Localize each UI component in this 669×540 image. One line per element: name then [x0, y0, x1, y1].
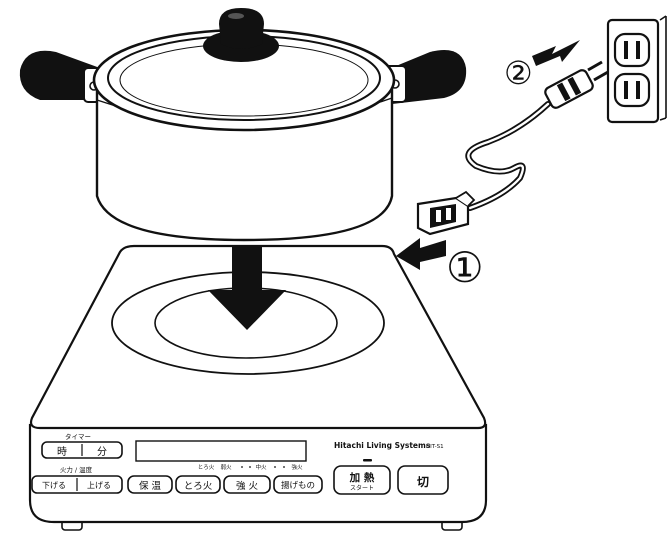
off-button[interactable]: 切	[397, 465, 449, 495]
timer-button[interactable]: 時 分	[41, 441, 123, 459]
cord-cable-core	[467, 102, 550, 210]
step1-remove-arrow-icon	[396, 238, 446, 270]
heat-level-scale: とろ火 弱火 中火 強火	[198, 463, 303, 471]
scale-low-label: とろ火	[198, 464, 215, 471]
power-down-label: 下げる	[42, 481, 66, 490]
fry-button[interactable]: 揚げもの	[273, 475, 323, 494]
keep-warm-button[interactable]: 保 温	[127, 475, 173, 494]
scale-weak-label: 弱火	[220, 464, 232, 471]
fry-label: 揚げもの	[281, 480, 315, 491]
power-temperature-caption: 火力 / 温度	[60, 465, 93, 474]
wall-outlet-icon	[606, 15, 667, 124]
power-up-label: 上げる	[87, 481, 111, 490]
high-heat-label: 強 火	[236, 480, 259, 492]
control-panel: タイマー 時 分 火力 / 温度 下げる 上げる 保 温 とろ火 強 火	[31, 432, 449, 495]
display-window	[135, 440, 307, 462]
power-cord	[416, 60, 609, 236]
place-pot-down-arrow	[208, 246, 286, 330]
off-label: 切	[417, 475, 429, 489]
start-label: スタート	[350, 484, 374, 492]
power-down-up-button[interactable]: 下げる 上げる	[31, 475, 123, 494]
scale-mid-label: 中火	[255, 463, 267, 471]
heat-indicator-lamp	[363, 459, 372, 462]
cord-cable	[465, 101, 551, 211]
pot-handle-left-icon	[19, 50, 104, 100]
high-heat-button[interactable]: 強 火	[223, 475, 271, 494]
low-heat-button[interactable]: とろ火	[175, 475, 221, 494]
timer-caption: タイマー	[65, 432, 91, 441]
cooking-pot	[19, 8, 467, 242]
cooktop-top-surface	[29, 244, 487, 430]
timer-hour-label: 時	[57, 446, 67, 458]
brand-name: Hitachi Living Systems	[334, 441, 431, 450]
step2-insert-arrow-icon	[532, 40, 580, 66]
wall-plug-icon	[544, 60, 609, 109]
heat-start-button[interactable]: 加 熱 スタート	[333, 465, 391, 495]
model-number: HIT-S1	[426, 444, 444, 450]
pot-handle-right-icon	[392, 50, 467, 104]
timer-minute-label: 分	[97, 446, 107, 458]
lid-knob-highlight	[228, 13, 244, 19]
heat-label: 加 熱	[349, 471, 375, 484]
step1-number: ①	[446, 243, 484, 292]
step2-number: ②	[504, 54, 533, 92]
appliance-connector-icon	[416, 190, 476, 236]
low-heat-label: とろ火	[184, 481, 213, 492]
lid-knob-icon	[219, 8, 264, 49]
scale-strong-label: 強火	[291, 463, 303, 471]
keep-warm-label: 保 温	[139, 480, 162, 492]
